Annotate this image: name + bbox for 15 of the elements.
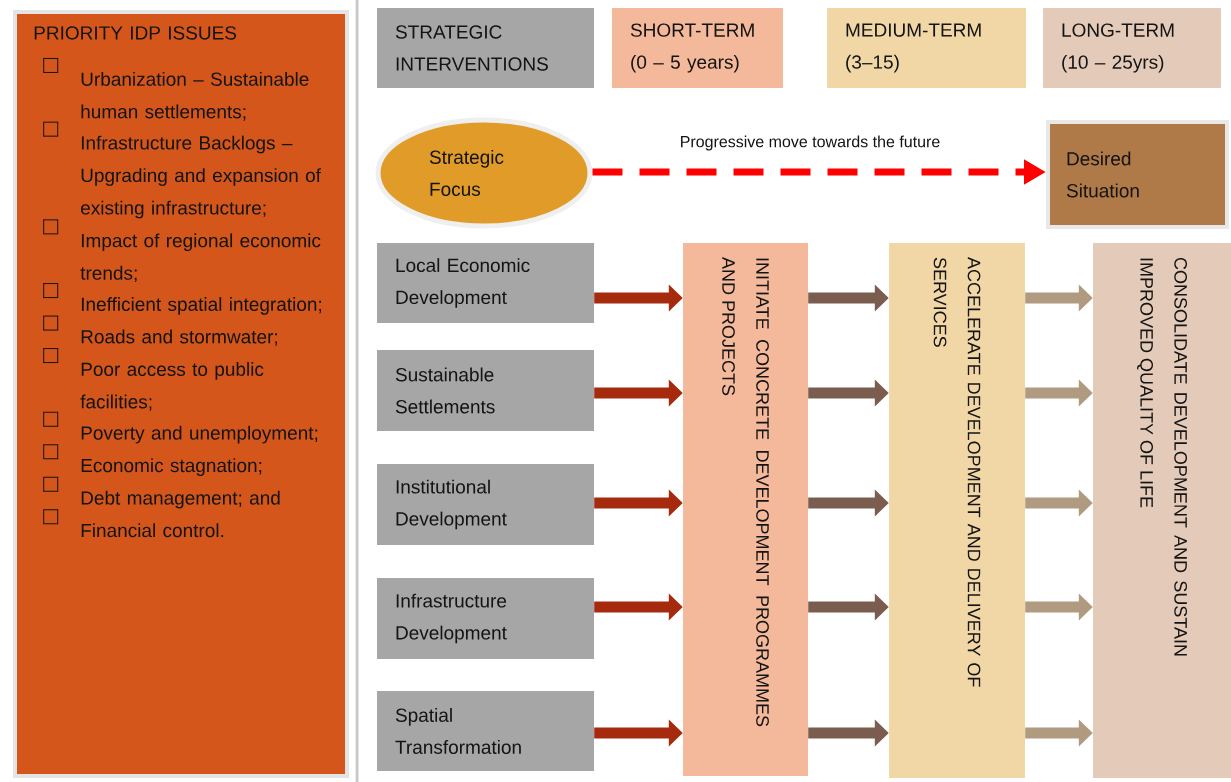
header-box: MEDIUM-TERM (3–15) bbox=[827, 8, 1026, 88]
intervention-box: Institutional Development bbox=[377, 464, 594, 545]
phase-column: ACCELERATE DEVELOPMENT AND DELIVERY OF SERVICES bbox=[889, 243, 1025, 778]
intervention-box: Sustainable Settlements bbox=[377, 350, 594, 431]
situation-box: Desired Situation bbox=[1046, 120, 1229, 229]
intervention-box: Local Economic Development bbox=[377, 243, 594, 323]
header-box: SHORT-TERM (0 – 5 years) bbox=[612, 8, 783, 88]
issues-panel: PRIORITY IDP ISSUES Urbanization – Sustainable human settlements; Infrastructure Backlogs – Upgrading and expansion of existing infrastructure; Impact of regional economic trends; Inefficient spatial integration; Roads and stormwater; Poor access to public facilities; Poverty and unemployment; Economic stagnation; Debt management; and Financial control. bbox=[13, 10, 349, 778]
edge-label: Progressive move towards the future bbox=[677, 133, 943, 153]
header-box: LONG-TERM (10 – 25yrs) bbox=[1043, 8, 1221, 88]
header-box: STRATEGIC INTERVENTIONS bbox=[377, 8, 594, 88]
phase-column: INITIATE CONCRETE DEVELOPMENT PROGRAMMES AND PROJECTS bbox=[683, 243, 808, 776]
intervention-box: Infrastructure Development bbox=[377, 578, 594, 659]
phase-column: CONSOLIDATE DEVELOPMENT AND SUSTAIN IMPROVED QUALITY OF LIFE bbox=[1093, 243, 1231, 778]
intervention-box: Spatial Transformation bbox=[377, 691, 594, 771]
